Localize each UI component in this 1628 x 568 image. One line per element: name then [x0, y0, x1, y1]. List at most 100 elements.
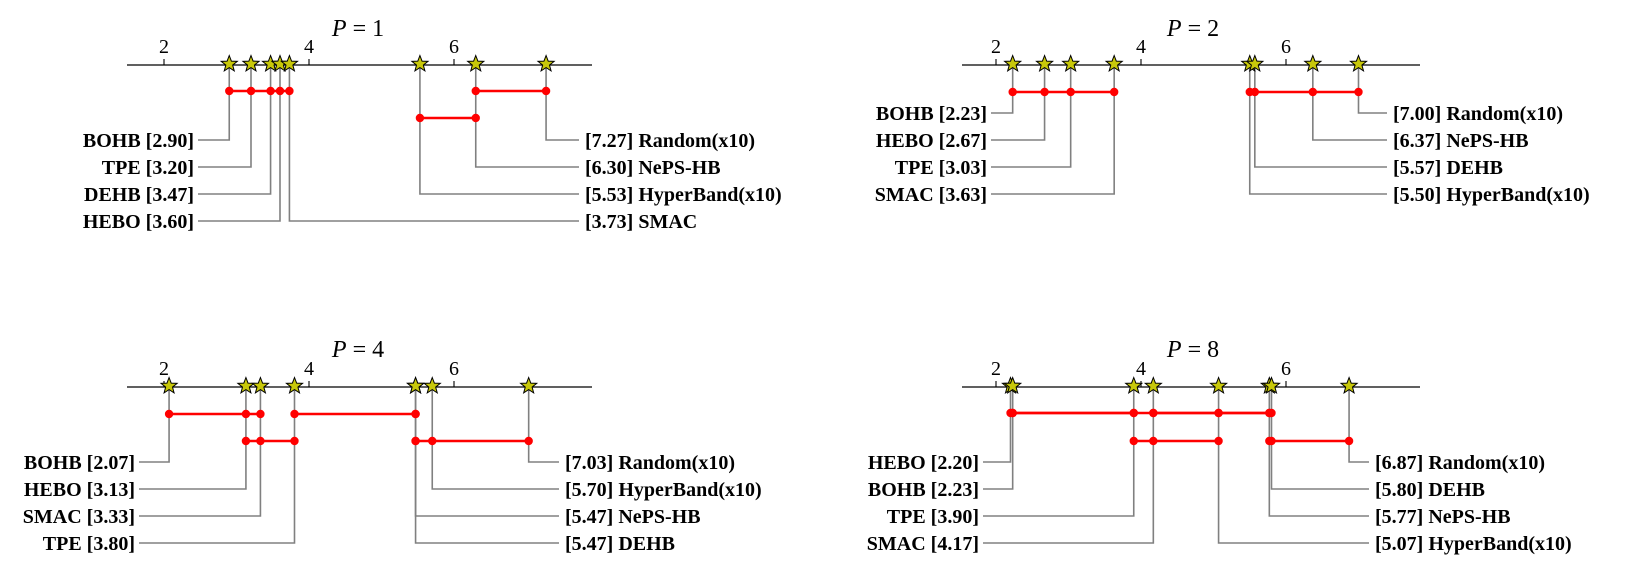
clique-dot [290, 409, 299, 419]
rank-star-marker [1339, 376, 1359, 395]
rank-star-marker [1035, 54, 1055, 73]
tick-label: 4 [304, 36, 314, 58]
rank-star-marker [406, 376, 426, 395]
clique-dot [246, 86, 256, 96]
rank-star-marker [1349, 54, 1368, 73]
method-label: TPE [3.03] [895, 157, 987, 179]
method-label: BOHB [2.23] [876, 103, 987, 125]
method-leader [1248, 65, 1387, 195]
clique-dot [1129, 436, 1138, 446]
method-label: [5.47] DEHB [565, 533, 675, 555]
tick-label: 4 [1136, 36, 1146, 58]
method-label: [5.50] HyperBand(x10) [1393, 184, 1590, 206]
clique-dot [1214, 436, 1223, 446]
rank-star-marker [536, 54, 556, 73]
method-label: HEBO [3.60] [83, 211, 194, 233]
rank-star-marker [1124, 376, 1144, 395]
panel-title: P = 8 [1166, 337, 1219, 363]
rank-star-marker [1303, 54, 1323, 73]
clique-dot [415, 113, 425, 123]
clique-dot [1129, 408, 1138, 418]
clique-dot [241, 409, 251, 419]
rank-star-marker [1143, 376, 1163, 395]
method-leader [431, 387, 559, 490]
clique-dot [1308, 87, 1318, 97]
method-label: HEBO [2.20] [868, 452, 979, 474]
clique-dot [471, 86, 480, 96]
method-label: [7.03] Random(x10) [565, 452, 735, 474]
clique-dot [411, 409, 420, 419]
method-label: HEBO [3.13] [24, 479, 135, 501]
rank-star-marker [285, 376, 304, 395]
method-leader [983, 387, 1135, 517]
clique-dot [266, 86, 275, 96]
panel-title: P = 1 [331, 16, 384, 42]
rank-star-marker [159, 376, 179, 395]
method-leader [139, 387, 262, 517]
clique-dot [1149, 436, 1158, 446]
clique-dot [524, 436, 533, 446]
rank-star-marker [410, 54, 430, 73]
clique-dot [164, 409, 174, 419]
rank-star-marker [250, 376, 270, 395]
rank-star-marker [279, 54, 299, 73]
method-leader [139, 387, 247, 490]
clique-dot [1008, 408, 1017, 418]
clique-dot [256, 436, 265, 446]
method-leader [991, 65, 1046, 141]
method-label: [6.30] NePS-HB [585, 157, 721, 179]
clique-dot [428, 436, 437, 446]
method-label: [7.00] Random(x10) [1393, 103, 1563, 125]
method-leader [139, 387, 170, 463]
clique-dot [411, 436, 420, 446]
rank-star-marker [519, 376, 539, 395]
rank-star-marker [1104, 54, 1124, 73]
tick-label: 2 [991, 358, 1001, 380]
method-leader [983, 387, 1012, 463]
method-leader [198, 65, 272, 195]
method-leader [414, 387, 559, 517]
method-leader [198, 65, 231, 141]
method-leader [419, 65, 579, 195]
clique-dot [1267, 408, 1276, 418]
method-label: [3.73] SMAC [585, 211, 697, 233]
panel-title: P = 2 [1166, 16, 1219, 42]
rank-star-marker [1061, 54, 1081, 73]
method-leader [991, 65, 1072, 168]
method-label: [5.07] HyperBand(x10) [1375, 533, 1572, 555]
clique-dot [256, 409, 265, 419]
method-leader [198, 65, 252, 168]
method-leader [198, 65, 281, 222]
clique-dot [1149, 408, 1158, 418]
clique-dot [285, 86, 294, 96]
method-leader [991, 65, 1115, 195]
method-label: TPE [3.20] [102, 157, 194, 179]
tick-label: 6 [1281, 358, 1291, 380]
tick-label: 6 [449, 36, 459, 58]
clique-dot [1250, 87, 1260, 97]
rank-star-marker [466, 54, 486, 73]
clique-dot [1040, 87, 1049, 97]
method-leader [1312, 65, 1387, 141]
method-leader [1268, 387, 1369, 517]
method-leader [288, 65, 579, 222]
method-leader [1270, 387, 1369, 490]
clique-dot [241, 436, 251, 446]
clique-dot [1214, 408, 1223, 418]
clique-dot [471, 113, 480, 123]
method-leader [1357, 65, 1387, 114]
panel-title: P = 4 [331, 337, 384, 363]
method-leader [474, 65, 579, 168]
method-leader [139, 387, 296, 544]
method-leader [527, 387, 559, 463]
method-label: [5.70] HyperBand(x10) [565, 479, 762, 501]
method-leader [545, 65, 579, 141]
method-label: TPE [3.90] [887, 506, 979, 528]
method-label: BOHB [2.07] [24, 452, 135, 474]
rank-star-marker [1003, 376, 1023, 395]
method-label: [5.47] NePS-HB [565, 506, 701, 528]
